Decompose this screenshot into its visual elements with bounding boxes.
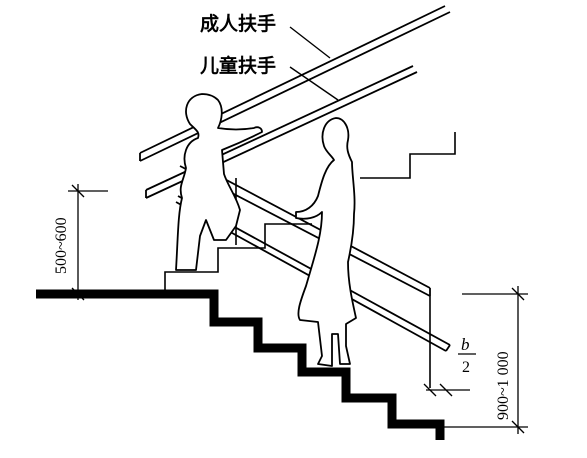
half-tread-denominator: 2 — [462, 359, 470, 376]
child-figure — [175, 93, 263, 271]
label-leaders — [289, 26, 339, 101]
child-height-dimension — [68, 184, 108, 301]
adult-figure — [295, 117, 357, 367]
adult-height-dimension — [438, 286, 528, 434]
half-tread-dimension — [423, 353, 476, 397]
lower-stair-profile — [36, 289, 445, 440]
half-tread-numerator: b — [461, 335, 470, 354]
child-handrail-label: 儿童扶手 — [199, 54, 276, 77]
upper-stair-steps — [164, 132, 456, 290]
adult-handrail-label: 成人扶手 — [200, 12, 276, 35]
child-height-label: 500~600 — [53, 217, 70, 274]
adult-height-label: 900~1 000 — [495, 351, 512, 420]
